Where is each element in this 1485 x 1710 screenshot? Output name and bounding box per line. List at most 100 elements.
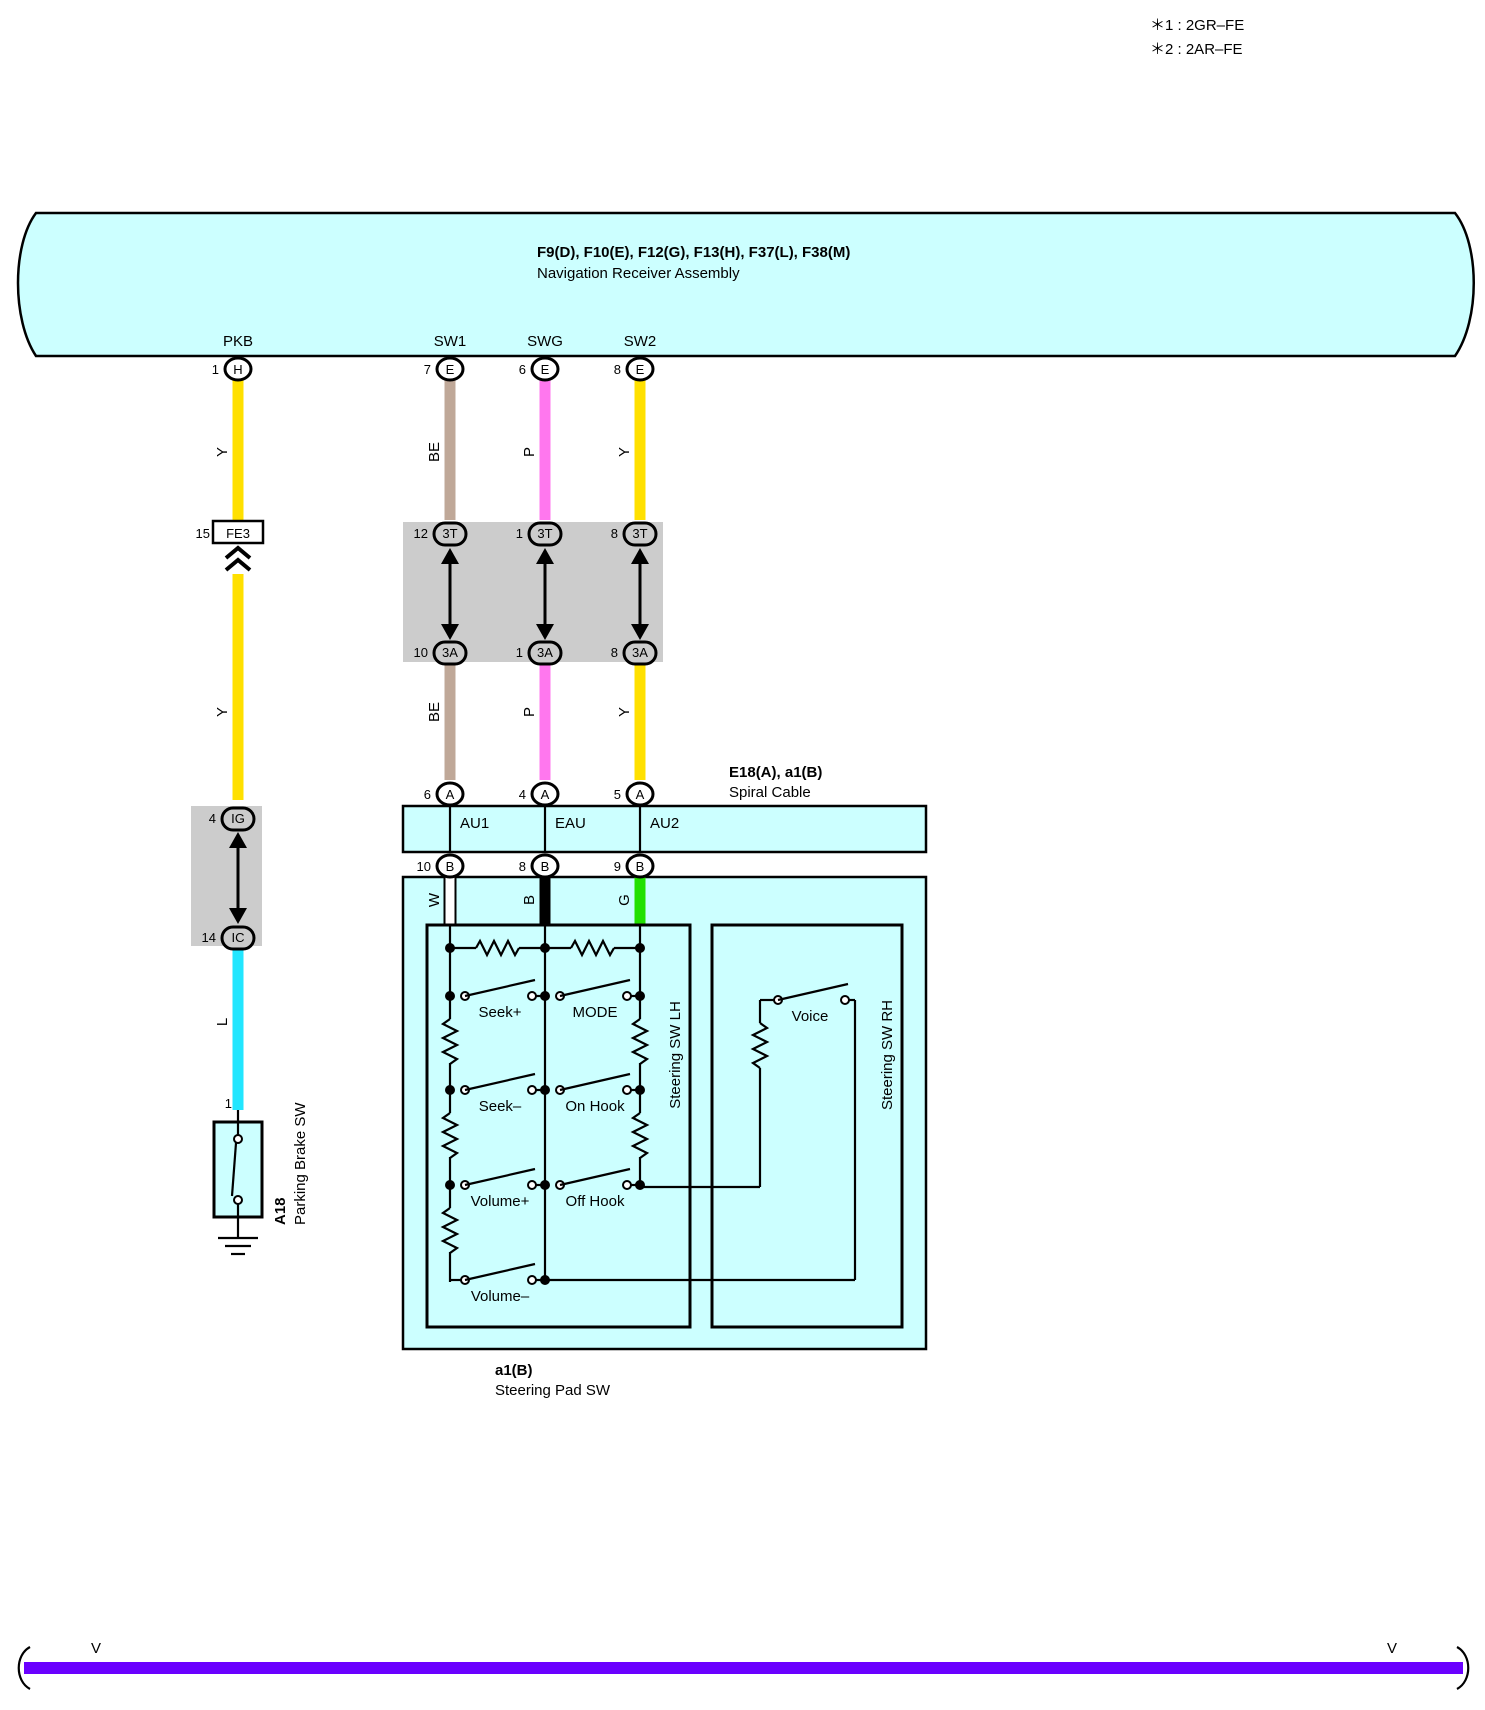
terminal-pkb: PKB: [223, 333, 253, 350]
pin-sw2: 8 E: [614, 356, 655, 382]
bus-right-brace: [1456, 1646, 1470, 1690]
steering-sw-rh-box: [710, 923, 904, 1329]
spiral-codes: E18(A), a1(B): [729, 764, 822, 781]
steering-sw-lh-label: Steering SW LH: [667, 1001, 684, 1109]
svg-text:3A: 3A: [537, 645, 553, 660]
junction-sw1: 12 3T 10 3A: [414, 521, 468, 666]
steering-sw-rh-label: Steering SW RH: [879, 1000, 896, 1110]
svg-text:B: B: [636, 859, 645, 874]
parking-brake-code: A18: [272, 1197, 289, 1225]
pin-sw1: 7 E: [424, 356, 465, 382]
steering-rh-circuit: [750, 982, 857, 1280]
spiral-eau: EAU: [555, 815, 586, 832]
switch-seek-minus: Seek–: [479, 1098, 522, 1115]
svg-text:A: A: [446, 787, 455, 802]
wire-label-sw2-top: Y: [616, 447, 633, 457]
parking-brake-switch: 1: [212, 1096, 264, 1256]
junction-sw2: 8 3T 8 3A: [611, 521, 658, 666]
spiral-cable: E18(A), a1(B) Spiral Cable AU1 EAU AU2: [401, 764, 928, 854]
svg-text:A: A: [541, 787, 550, 802]
svg-text:8: 8: [519, 859, 526, 874]
steering-sw-lh-box: [425, 923, 692, 1329]
bus-left-brace: [17, 1646, 31, 1690]
svg-text:3T: 3T: [632, 526, 647, 541]
svg-text:H: H: [233, 362, 242, 377]
switch-volume-plus: Volume+: [471, 1193, 530, 1210]
wire-label-bus-left: V: [91, 1640, 101, 1657]
svg-text:6: 6: [519, 362, 526, 377]
junction-swg: 1 3T 1 3A: [516, 521, 563, 666]
junction-pkb: 4 IG 14 IC: [202, 806, 256, 951]
parking-brake-name: Parking Brake SW: [292, 1102, 309, 1225]
steering-pad-name: Steering Pad SW: [495, 1382, 611, 1399]
switch-off-hook: Off Hook: [566, 1193, 625, 1210]
svg-text:E: E: [446, 362, 455, 377]
svg-text:E: E: [636, 362, 645, 377]
wire-label-sp-2: B: [521, 895, 538, 905]
svg-text:8: 8: [614, 362, 621, 377]
svg-text:A: A: [636, 787, 645, 802]
note-2: ＊2 : 2AR–FE: [1150, 41, 1243, 58]
wire-label-pkb-bot: L: [214, 1018, 231, 1026]
switch-on-hook: On Hook: [565, 1098, 625, 1115]
spiral-bottom-pins: 10 B 8 B 9 B: [417, 853, 655, 879]
wire-label-swg-top: P: [521, 447, 538, 457]
wire-label-sw2-mid: Y: [616, 707, 633, 717]
svg-text:5: 5: [614, 787, 621, 802]
spiral-au2: AU2: [650, 815, 679, 832]
svg-text:FE3: FE3: [226, 526, 250, 541]
svg-text:1: 1: [212, 362, 219, 377]
wire-label-pkb-top: Y: [214, 447, 231, 457]
wire-label-pkb-mid: Y: [214, 707, 231, 717]
svg-text:3T: 3T: [442, 526, 457, 541]
svg-text:12: 12: [414, 526, 428, 541]
svg-text:3T: 3T: [537, 526, 552, 541]
svg-text:8: 8: [611, 526, 618, 541]
switch-voice: Voice: [792, 1008, 829, 1025]
svg-text:1: 1: [516, 526, 523, 541]
svg-text:9: 9: [614, 859, 621, 874]
wire-label-sp-1: W: [426, 892, 443, 907]
svg-text:15: 15: [196, 526, 210, 541]
wire-label-sw1-mid: BE: [426, 702, 443, 722]
svg-text:IC: IC: [232, 930, 245, 945]
terminal-swg: SWG: [527, 333, 563, 350]
terminal-sw2: SW2: [624, 333, 657, 350]
wire-label-sw1-top: BE: [426, 442, 443, 462]
switch-volume-minus: Volume–: [471, 1288, 530, 1305]
svg-text:B: B: [446, 859, 455, 874]
spiral-name: Spiral Cable: [729, 784, 811, 801]
nav-name: Navigation Receiver Assembly: [537, 265, 740, 282]
svg-text:8: 8: [611, 645, 618, 660]
steering-pad-code: a1(B): [495, 1362, 533, 1379]
svg-text:14: 14: [202, 930, 216, 945]
wire-label-swg-mid: P: [521, 707, 538, 717]
steering-lh-circuit: [440, 924, 855, 1285]
connector-fe3: 15 FE3: [196, 519, 265, 572]
note-1: ＊1 : 2GR–FE: [1150, 17, 1244, 34]
pin-pkb: 1 H: [212, 356, 253, 382]
switch-seek-plus: Seek+: [479, 1004, 522, 1021]
svg-text:E: E: [541, 362, 550, 377]
svg-text:IG: IG: [231, 811, 245, 826]
spiral-top-pins: 6 A 4 A 5 A: [424, 781, 655, 807]
svg-text:4: 4: [519, 787, 526, 802]
svg-text:6: 6: [424, 787, 431, 802]
svg-text:4: 4: [209, 811, 216, 826]
svg-text:1: 1: [516, 645, 523, 660]
spiral-au1: AU1: [460, 815, 489, 832]
svg-text:10: 10: [417, 859, 431, 874]
nav-receiver-panel: [16, 211, 1475, 358]
svg-text:10: 10: [414, 645, 428, 660]
nav-codes: F9(D), F10(E), F12(G), F13(H), F37(L), F…: [537, 244, 850, 261]
wire-label-sp-3: G: [616, 894, 633, 906]
terminal-sw1: SW1: [434, 333, 467, 350]
pin-swg: 6 E: [519, 356, 560, 382]
svg-text:3A: 3A: [442, 645, 458, 660]
svg-text:1: 1: [225, 1096, 232, 1111]
wire-label-bus-right: V: [1387, 1640, 1397, 1657]
svg-text:3A: 3A: [632, 645, 648, 660]
svg-text:B: B: [541, 859, 550, 874]
svg-text:7: 7: [424, 362, 431, 377]
